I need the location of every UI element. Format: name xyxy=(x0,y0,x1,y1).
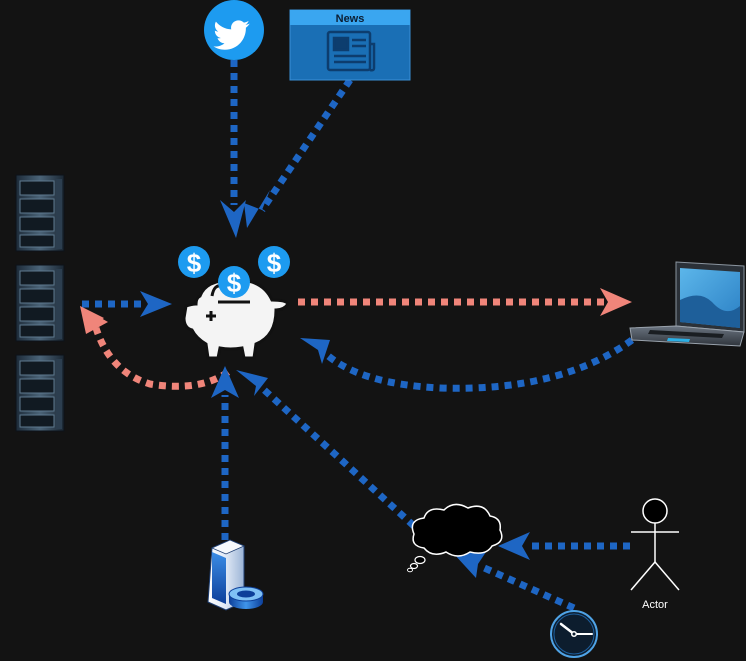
coin-label-2: $ xyxy=(267,248,282,278)
coin-label-3: $ xyxy=(227,268,242,298)
laptop-icon[interactable] xyxy=(629,261,745,347)
news-node[interactable]: News xyxy=(289,9,411,81)
edges xyxy=(80,60,635,612)
dollar-coin-icon: $ xyxy=(178,246,210,278)
server-rack-icon xyxy=(15,264,65,342)
edge-cloud-to-piggy xyxy=(236,370,417,529)
actor-label: Actor xyxy=(642,599,668,611)
dollar-coin-icon: $ xyxy=(218,266,250,298)
server-rack-icon xyxy=(15,354,65,432)
thought-cloud-icon[interactable] xyxy=(407,503,503,573)
edge-servers-to-piggy xyxy=(82,291,172,317)
edge-database-to-piggy xyxy=(211,366,239,540)
edge-laptop-to-piggy xyxy=(300,337,635,392)
piggy-bank-node[interactable]: $ $ $ xyxy=(178,246,290,360)
clock-icon[interactable] xyxy=(550,610,598,658)
news-label: News xyxy=(336,13,365,25)
piggy-bank-icon xyxy=(182,278,290,360)
newspaper-icon xyxy=(326,30,376,72)
dollar-coin-icon: $ xyxy=(258,246,290,278)
edge-actor-to-cloud xyxy=(498,532,630,560)
twitter-icon[interactable] xyxy=(204,0,264,60)
database-server-icon[interactable] xyxy=(207,539,264,611)
coin-label-1: $ xyxy=(187,248,202,278)
server-rack-group[interactable] xyxy=(15,174,65,432)
edge-piggy-to-laptop xyxy=(298,288,632,316)
actor-icon xyxy=(630,498,680,591)
server-rack-icon xyxy=(15,174,65,252)
actor-node[interactable]: Actor xyxy=(630,498,680,611)
edge-news-to-piggy xyxy=(244,78,353,228)
edge-twitter-to-piggy xyxy=(220,60,246,238)
edge-piggy-to-servers xyxy=(80,306,231,390)
edge-clock-to-cloud xyxy=(454,552,576,612)
